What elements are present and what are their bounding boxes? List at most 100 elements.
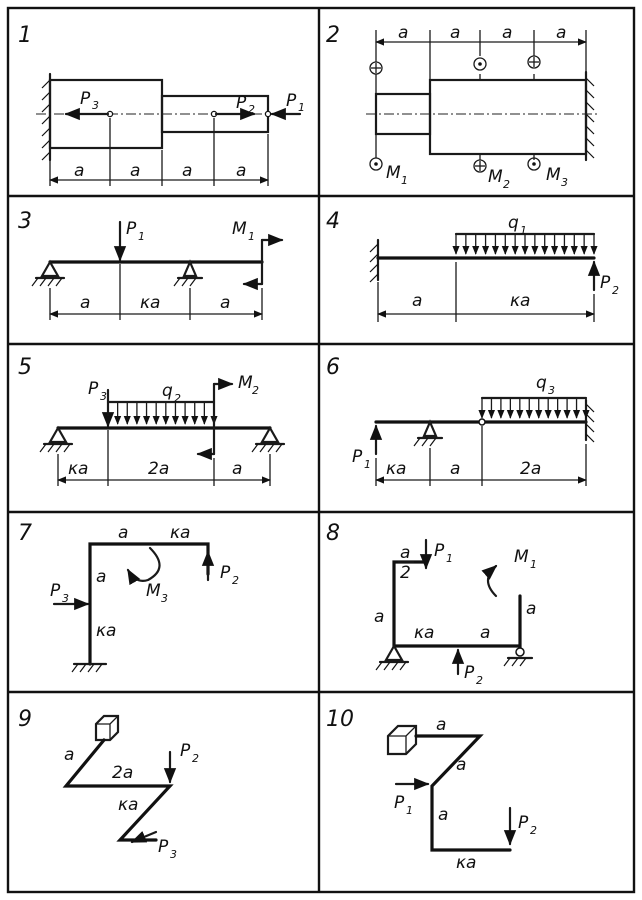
label-m2: M xyxy=(488,167,503,187)
label-p1: P xyxy=(434,541,445,561)
label-p3-sub: 3 xyxy=(62,592,69,605)
label-p1: P xyxy=(286,91,297,111)
dim-a-left: a xyxy=(374,607,384,627)
label-p3: P xyxy=(80,89,91,109)
dim-2a: 2a xyxy=(112,763,133,783)
label-m3-sub: 3 xyxy=(561,176,568,189)
label-p2: P xyxy=(464,663,475,683)
label-m3-sub: 3 xyxy=(161,592,168,605)
label-m3: M xyxy=(546,165,561,185)
dim-a-1: a xyxy=(74,161,84,181)
dim-a-1: a xyxy=(398,23,408,43)
label-p2: P xyxy=(180,741,191,761)
label-m1-sub: 1 xyxy=(248,230,255,243)
panel-6: 6 q 3 P 1 κa a 2a xyxy=(326,355,595,486)
label-p2: P xyxy=(220,563,231,583)
dim-a-4: a xyxy=(556,23,566,43)
label-m2: M xyxy=(238,373,253,393)
dim-a-3: a xyxy=(502,23,512,43)
label-q3-sub: 3 xyxy=(548,384,555,397)
label-p2: P xyxy=(236,93,247,113)
dim-a-diag: a xyxy=(456,755,466,775)
dim-a-3: a xyxy=(220,293,230,313)
panel-number: 4 xyxy=(326,209,340,234)
dim-a: a xyxy=(412,291,422,311)
label-q3: q xyxy=(536,373,547,393)
dim-ka: κa xyxy=(386,459,406,479)
label-q1: q xyxy=(508,213,519,233)
dim-a-1: a xyxy=(80,293,90,313)
dim-a-3: a xyxy=(182,161,192,181)
panel-4: 4 q 1 P 2 a κa xyxy=(326,209,619,322)
label-m2-sub: 2 xyxy=(503,178,510,191)
dim-a-4: a xyxy=(236,161,246,181)
panel-3: 3 P 1 M 1 a κa a xyxy=(18,209,284,320)
panel-1: 1 P 3 P 2 P 1 a a a a xyxy=(18,23,305,186)
label-p2-sub: 2 xyxy=(248,103,255,116)
dim-ka: κa xyxy=(68,459,88,479)
dim-ka: κa xyxy=(118,795,138,815)
label-m1-sub: 1 xyxy=(401,174,408,187)
dim-a-2: a xyxy=(450,23,460,43)
panel-5: 5 P 3 q 2 M 2 κa 2a a xyxy=(18,355,286,486)
label-p2-sub: 2 xyxy=(612,284,619,297)
label-p2-sub: 2 xyxy=(232,574,239,587)
dim-a-bottom: a xyxy=(480,623,490,643)
dim-ka-top: κa xyxy=(170,523,190,543)
label-q2: q xyxy=(162,381,173,401)
label-m1: M xyxy=(232,219,247,239)
label-m2-sub: 2 xyxy=(252,384,259,397)
dim-a-vert: a xyxy=(438,805,448,825)
sheet-frame xyxy=(6,6,636,894)
label-p1: P xyxy=(352,447,363,467)
label-p3: P xyxy=(50,581,61,601)
label-p2-sub: 2 xyxy=(192,752,199,765)
dim-a-top: a xyxy=(436,715,446,735)
label-p1-sub: 1 xyxy=(298,101,305,114)
label-m1: M xyxy=(386,163,401,183)
dim-ka-left: κa xyxy=(96,621,116,641)
label-p2: P xyxy=(600,273,611,293)
panel-number: 7 xyxy=(18,521,32,546)
label-p3-sub: 3 xyxy=(170,848,177,861)
panel-number: 9 xyxy=(18,707,32,732)
label-p1: P xyxy=(394,793,405,813)
panel-number: 1 xyxy=(18,23,32,48)
panel-number: 5 xyxy=(18,355,32,380)
label-p1-sub: 1 xyxy=(406,804,413,817)
label-p2-sub: 2 xyxy=(530,824,537,837)
panel-number: 10 xyxy=(326,707,354,732)
label-p1-sub: 1 xyxy=(138,230,145,243)
dim-a: a xyxy=(64,745,74,765)
panel-2: 2 a a a a M 1 M 2 M 3 xyxy=(326,23,600,191)
dim-a: a xyxy=(450,459,460,479)
panel-8: 8 a 2 P 1 M 1 a κa a a P 2 xyxy=(326,521,537,687)
panel-7: 7 a κa M 3 P 2 P 3 a κa xyxy=(18,521,239,673)
label-m1: M xyxy=(514,547,529,567)
panel-9: 9 a 2a P 2 κa P 3 xyxy=(18,707,199,861)
label-p3: P xyxy=(158,837,169,857)
label-p3-sub: 3 xyxy=(92,99,99,112)
label-q1-sub: 1 xyxy=(520,224,527,237)
panel-number: 2 xyxy=(326,23,340,48)
dim-ka: κa xyxy=(456,853,476,873)
label-p3-sub: 3 xyxy=(100,390,107,403)
label-p1-sub: 1 xyxy=(364,458,371,471)
dim-ka: κa xyxy=(140,293,160,313)
dim-ka-bottom: κa xyxy=(414,623,434,643)
dim-frac-den: 2 xyxy=(400,563,411,583)
dim-a: a xyxy=(232,459,242,479)
panel-number: 6 xyxy=(326,355,340,380)
panel-number: 3 xyxy=(18,209,32,234)
dim-a-top: a xyxy=(118,523,128,543)
dim-a-right: a xyxy=(526,599,536,619)
label-p3: P xyxy=(88,379,99,399)
label-p2-sub: 2 xyxy=(476,674,483,687)
panel-10: 10 a a P 1 a P 2 κa xyxy=(326,707,537,873)
dim-2a: 2a xyxy=(520,459,541,479)
label-p2: P xyxy=(518,813,529,833)
label-q2-sub: 2 xyxy=(174,392,181,405)
label-m3: M xyxy=(146,581,161,601)
dim-a-2: a xyxy=(130,161,140,181)
